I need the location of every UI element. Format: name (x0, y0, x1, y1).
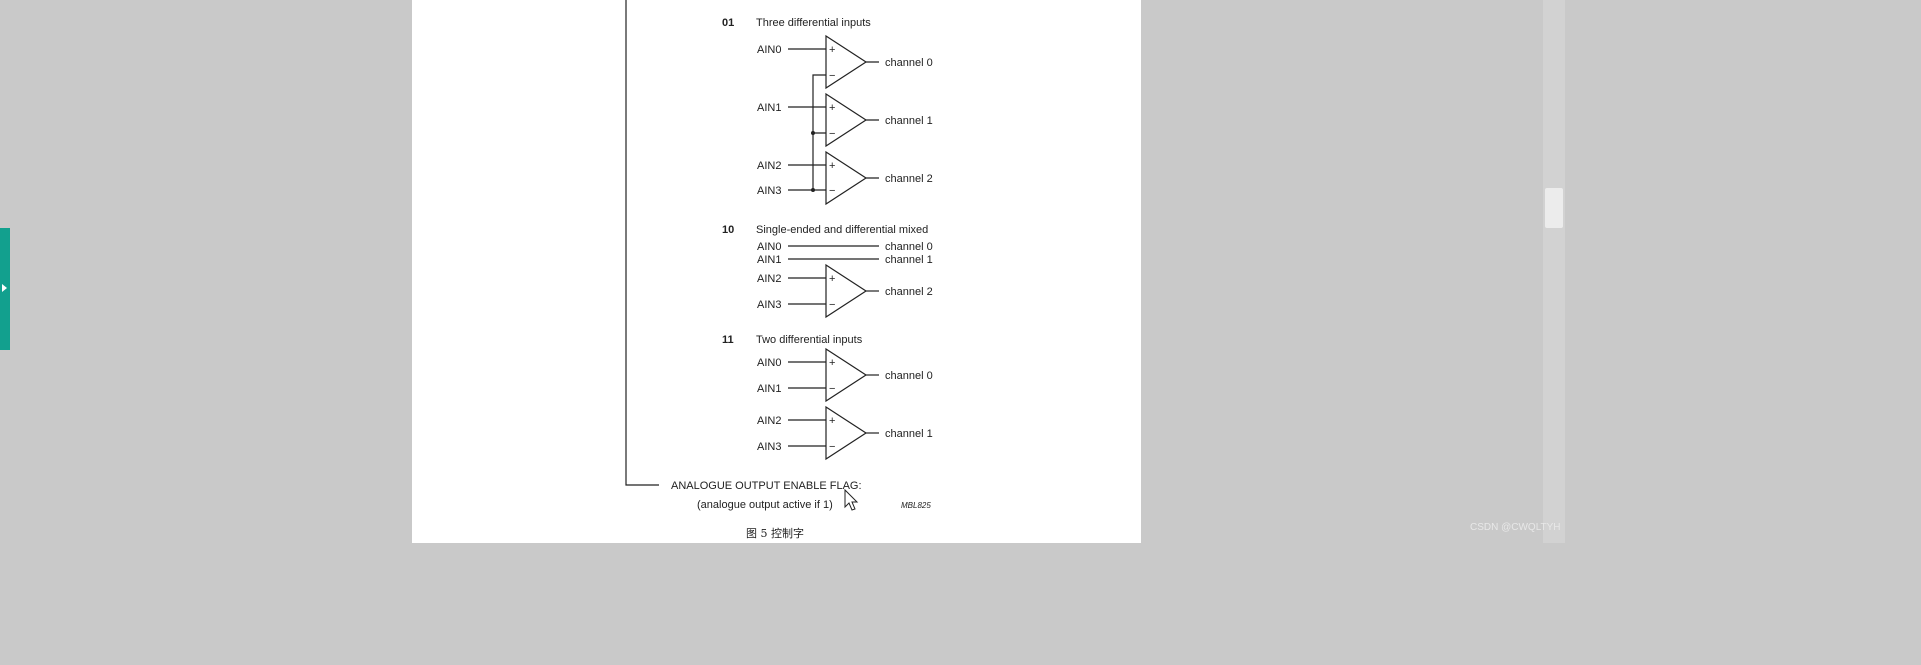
opamp-triangle (825, 347, 868, 403)
channel-label: channel 0 (885, 57, 933, 69)
channel-label: channel 1 (885, 115, 933, 127)
channel-label: channel 2 (885, 286, 933, 298)
figure-caption: 图 5 控制字 (746, 526, 804, 540)
opamp-triangle (825, 405, 868, 461)
flag-label: ANALOGUE OUTPUT ENABLE FLAG: (671, 480, 862, 492)
plus-sign: + (829, 44, 835, 56)
section-code: 10 (722, 224, 734, 236)
mouse-cursor-icon (844, 488, 859, 511)
watermark: CSDN @CWQLTYH (1470, 522, 1561, 533)
plus-sign: + (829, 160, 835, 172)
minus-sign: − (829, 128, 835, 140)
flag-note: (analogue output active if 1) (697, 499, 833, 511)
plus-sign: + (829, 102, 835, 114)
opamp-triangle (825, 92, 868, 148)
input-label: AIN2 (757, 160, 781, 172)
minus-sign: − (829, 299, 835, 311)
document-page (412, 0, 1141, 543)
figure-id: MBL825 (901, 501, 931, 510)
opamp-triangle (825, 34, 868, 90)
section-title: Two differential inputs (756, 334, 863, 346)
control-word-diagram: 01 Three differential inputs AIN0 AIN1 A… (625, 0, 933, 540)
section-title: Three differential inputs (756, 17, 871, 29)
channel-label: channel 0 (885, 241, 933, 253)
flag-bracket-line (625, 0, 659, 486)
minus-sign: − (829, 441, 835, 453)
section-code: 01 (722, 17, 734, 29)
side-panel-toggle[interactable] (0, 228, 10, 350)
minus-sign: − (829, 383, 835, 395)
junction-dot (811, 188, 815, 192)
scrollbar-thumb[interactable] (1545, 188, 1563, 228)
channel-label: channel 1 (885, 254, 933, 266)
input-label: AIN3 (757, 185, 781, 197)
input-label: AIN0 (757, 241, 781, 253)
input-label: AIN3 (757, 299, 781, 311)
plus-sign: + (829, 357, 835, 369)
section-title: Single-ended and differential mixed (756, 224, 928, 236)
input-label: AIN2 (757, 415, 781, 427)
input-label: AIN2 (757, 273, 781, 285)
channel-label: channel 0 (885, 370, 933, 382)
input-label: AIN1 (757, 254, 781, 266)
opamp-triangle (825, 263, 868, 319)
plus-sign: + (829, 415, 835, 427)
plus-sign: + (829, 273, 835, 285)
expand-arrow-icon (2, 284, 7, 292)
vertical-scrollbar[interactable] (1543, 0, 1565, 543)
channel-label: channel 2 (885, 173, 933, 185)
channel-label: channel 1 (885, 428, 933, 440)
opamp-triangle (825, 150, 868, 206)
junction-dot (811, 131, 815, 135)
minus-sign: − (829, 185, 835, 197)
section-code: 11 (722, 334, 734, 346)
input-label: AIN0 (757, 44, 781, 56)
input-label: AIN3 (757, 441, 781, 453)
input-label: AIN1 (757, 102, 781, 114)
input-label: AIN0 (757, 357, 781, 369)
minus-sign: − (829, 70, 835, 82)
input-label: AIN1 (757, 383, 781, 395)
